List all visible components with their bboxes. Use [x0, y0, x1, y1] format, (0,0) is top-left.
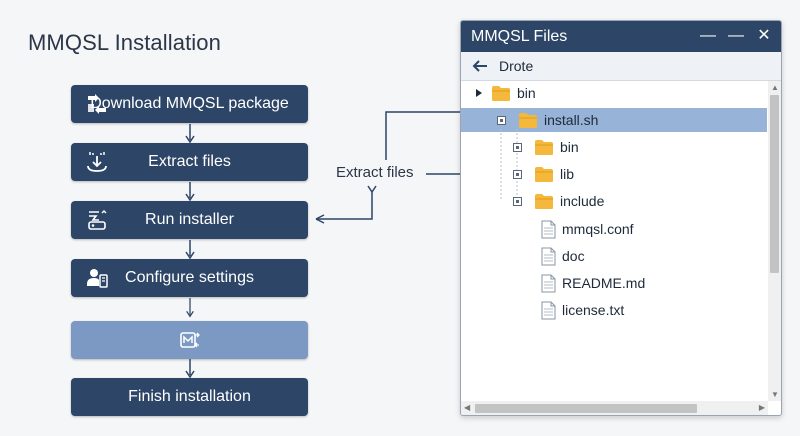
flow-arrow: [185, 240, 195, 260]
step-extract[interactable]: Extract files: [71, 143, 308, 181]
merge-icon: [179, 332, 200, 348]
file-icon: [541, 247, 556, 265]
page-title: MMQSL Installation: [28, 30, 221, 55]
navigation-bar: Drote: [461, 52, 781, 81]
file-tree: bin install.sh bin lib include: [461, 81, 767, 399]
extract-files-label: Extract files: [336, 164, 414, 181]
vertical-scroll-thumb[interactable]: [770, 95, 779, 273]
step-download[interactable]: Download MMQSL package: [71, 85, 308, 123]
window-title: MMQSL Files: [471, 28, 568, 45]
maximize-button[interactable]: —: [728, 27, 744, 44]
folder-icon: [535, 193, 553, 209]
horizontal-scroll-thumb[interactable]: [475, 404, 697, 413]
step-merge[interactable]: [71, 321, 308, 359]
scroll-up-icon[interactable]: ▲: [771, 83, 779, 92]
tree-guides: [500, 129, 518, 201]
folder-icon: [492, 85, 510, 101]
horizontal-scrollbar[interactable]: ◀ ▶: [461, 401, 768, 415]
window-titlebar[interactable]: MMQSL Files — — ✕: [461, 21, 781, 52]
installer-icon: [88, 210, 107, 230]
scroll-right-icon[interactable]: ▶: [758, 403, 765, 412]
collapse-box-icon[interactable]: [513, 142, 522, 152]
flow-arrow: [185, 124, 195, 144]
folder-icon: [519, 112, 537, 128]
flow-arrow: [185, 182, 195, 202]
flow-arrow: [186, 298, 194, 318]
tree-item-lib[interactable]: lib: [513, 162, 574, 186]
step-label: Finish installation: [128, 388, 251, 405]
collapse-box-icon[interactable]: [513, 196, 522, 206]
file-icon: [541, 301, 556, 319]
expand-triangle-icon[interactable]: [475, 88, 483, 98]
collapse-box-icon[interactable]: [497, 115, 506, 125]
current-path: Drote: [499, 58, 534, 74]
close-button[interactable]: ✕: [757, 27, 771, 44]
back-arrow-icon[interactable]: [471, 57, 489, 75]
step-label: Run installer: [145, 211, 234, 228]
scroll-down-icon[interactable]: ▼: [771, 390, 779, 399]
step-label: Extract files: [148, 153, 231, 170]
tree-item-bin-root[interactable]: bin: [475, 81, 536, 105]
folder-icon: [535, 139, 553, 155]
download-arrows-icon: [88, 94, 106, 114]
file-window: MMQSL Files — — ✕ Drote bin install.sh: [460, 20, 782, 416]
tree-item-mmqsl-conf[interactable]: mmqsl.conf: [541, 217, 634, 241]
step-run-installer[interactable]: Run installer: [71, 201, 308, 239]
collapse-box-icon[interactable]: [513, 169, 522, 179]
step-configure[interactable]: Configure settings: [71, 259, 308, 297]
step-label: Download MMQSL package: [90, 95, 289, 112]
tree-item-include[interactable]: include: [513, 189, 604, 213]
file-icon: [541, 220, 556, 238]
scroll-left-icon[interactable]: ◀: [464, 403, 471, 412]
file-icon: [541, 274, 556, 292]
configure-icon: [87, 269, 108, 288]
folder-icon: [535, 166, 553, 182]
flow-arrow: [185, 359, 195, 379]
tree-item-readme[interactable]: README.md: [541, 271, 645, 295]
tree-item-bin[interactable]: bin: [513, 135, 579, 159]
tree-item-doc[interactable]: doc: [541, 244, 585, 268]
tree-item-install-sh[interactable]: install.sh: [497, 108, 598, 132]
step-label: Configure settings: [125, 269, 254, 286]
extract-icon: [87, 152, 107, 172]
tree-item-license[interactable]: license.txt: [541, 298, 624, 322]
selected-row-highlight: [461, 108, 767, 132]
step-finish[interactable]: Finish installation: [71, 378, 308, 416]
vertical-scrollbar[interactable]: ▲ ▼: [768, 81, 781, 401]
minimize-button[interactable]: —: [700, 27, 716, 44]
